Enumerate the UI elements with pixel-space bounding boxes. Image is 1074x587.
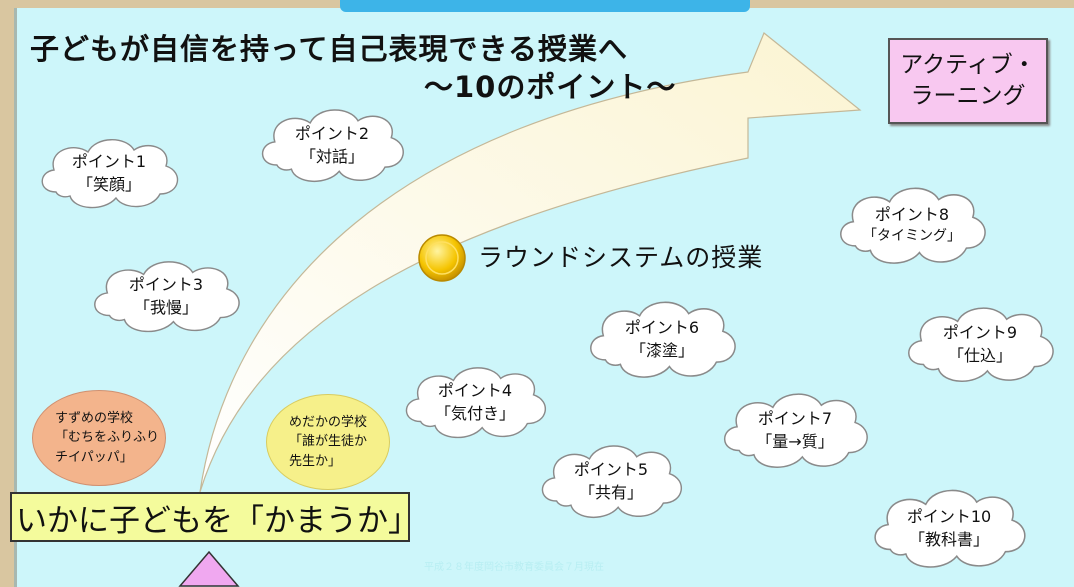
active-learning-line2: ラーニング [910,83,1026,109]
point-label: ポイント1 [71,151,147,171]
cloud-icon [590,301,736,378]
suzume-line2: チイパッパ」 [55,449,133,465]
medaka-title: めだかの学校 [289,414,368,430]
main-subtitle: ～10のポイント～ [424,70,677,104]
point-3-cloud: ポイント3 「我慢」 [86,256,246,336]
point-10-cloud: ポイント10 「教科書」 [866,484,1032,572]
point-keyword: 「教科書」 [908,530,989,549]
top-tab-bar [340,0,750,12]
point-keyword: 「仕込」 [947,346,1012,365]
point-2-cloud: ポイント2 「対話」 [254,104,410,186]
fulcrum-triangle-icon [178,550,240,587]
point-keyword: 「漆塗」 [629,341,694,360]
cloud-icon [94,261,240,333]
point-keyword: 「量→質」 [756,432,834,451]
cloud-icon [261,109,404,183]
coin-icon [418,234,466,282]
point-label: ポイント7 [757,408,833,428]
point-7-cloud: ポイント7 「量→質」 [716,388,874,472]
point-4-cloud: ポイント4 「気付き」 [398,362,552,442]
point-9-cloud: ポイント9 「仕込」 [900,302,1060,386]
point-label: ポイント9 [942,322,1018,342]
cloud-icon [541,445,682,519]
key-phrase-box: いかに子どもを「かまうか」 [10,492,419,542]
arrow-label: ラウンドシステムの授業 [478,243,764,272]
point-1-cloud: ポイント1 「笑顔」 [34,134,184,212]
point-label: ポイント8 [874,205,950,225]
cloud-icon [723,393,868,468]
point-label: ポイント5 [573,459,649,479]
cloud-icon [41,139,178,209]
point-6-cloud: ポイント6 「漆塗」 [582,296,742,382]
footer-credit: 平成２８年度岡谷市教育委員会７月現在 [424,562,604,573]
point-label: ポイント4 [437,380,513,400]
point-label: ポイント10 [906,506,992,526]
suzume-line1: 「むちをふりふり [55,430,160,446]
point-keyword: 「気付き」 [434,404,515,423]
point-keyword: 「我慢」 [133,298,198,317]
suzume-title: すずめの学校 [55,410,134,426]
suzume-school-circle: すずめの学校 「むちをふりふり チイパッパ」 [32,390,166,486]
medaka-school-circle: めだかの学校 「誰が生徒か 先生か」 [266,394,390,490]
point-label: ポイント6 [624,317,700,337]
cloud-icon [405,367,546,439]
active-learning-line1: アクティブ・ [900,51,1036,78]
point-label: ポイント2 [294,123,370,143]
point-8-cloud: ポイント8 「タイミング」 [832,182,992,268]
cloud-icon [840,187,986,264]
point-keyword: 「タイミング」 [863,228,961,245]
medaka-line1: 「誰が生徒か [289,434,368,450]
point-keyword: 「笑顔」 [76,175,141,194]
medaka-line2: 先生か」 [289,453,342,469]
point-keyword: 「対話」 [299,147,364,166]
point-keyword: 「共有」 [578,483,643,502]
cloud-icon [874,489,1026,568]
cloud-icon [908,307,1054,382]
active-learning-box: アクティブ・ ラーニング [888,38,1048,124]
point-5-cloud: ポイント5 「共有」 [534,440,688,522]
main-title: 子どもが自信を持って自己表現できる授業へ [30,32,628,66]
point-label: ポイント3 [128,274,204,294]
